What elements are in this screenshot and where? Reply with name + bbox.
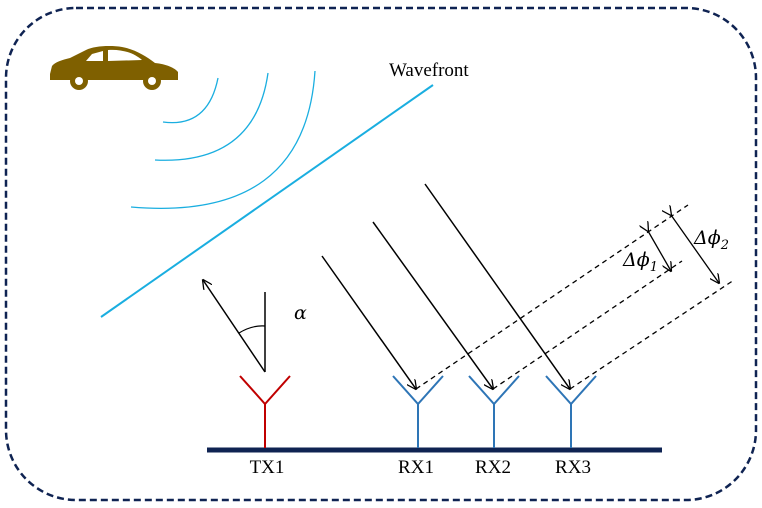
projection-line-rx3 (569, 279, 735, 390)
projection-line-rx1 (415, 204, 689, 390)
rx3-label: RX3 (555, 457, 591, 478)
ray-arrow-rx3 (424, 183, 570, 389)
angle-indicator (203, 280, 266, 373)
ray-arrow-rx2 (372, 221, 493, 389)
incoming-rays (321, 183, 570, 389)
antenna-icon (239, 375, 291, 448)
wavefront-line (100, 84, 434, 318)
angle-arc (238, 325, 266, 334)
wave-arcs (130, 70, 316, 209)
car-icon (50, 46, 178, 90)
projection-line-rx2 (492, 260, 683, 390)
rx2-label: RX2 (475, 457, 511, 478)
phase-difference-markers (648, 215, 719, 283)
phase-projections (415, 204, 735, 390)
rx1-label: RX1 (398, 457, 434, 478)
tx-antenna (239, 375, 291, 448)
wave-arc (162, 77, 219, 124)
antenna-icon (545, 375, 597, 448)
rx-antenna-2 (468, 375, 520, 448)
alpha-symbol: α (294, 302, 307, 324)
antenna-icon (392, 375, 444, 448)
wave-arc (130, 70, 316, 209)
delta-phi-1-label: Δϕ1 (622, 249, 658, 275)
angle-arrow (203, 280, 266, 373)
ray-arrow-rx1 (321, 255, 416, 389)
antenna-icon (468, 375, 520, 448)
rx-antenna-3 (545, 375, 597, 448)
rx-antenna-1 (392, 375, 444, 448)
diagram-frame (4, 6, 758, 502)
wave-arc (154, 72, 269, 161)
wavefront-label: Wavefront (389, 60, 469, 81)
delta-phi-2-label: Δϕ2 (693, 227, 729, 253)
tx1-label: TX1 (250, 457, 285, 478)
delta-phi-2-arrow (671, 215, 719, 283)
